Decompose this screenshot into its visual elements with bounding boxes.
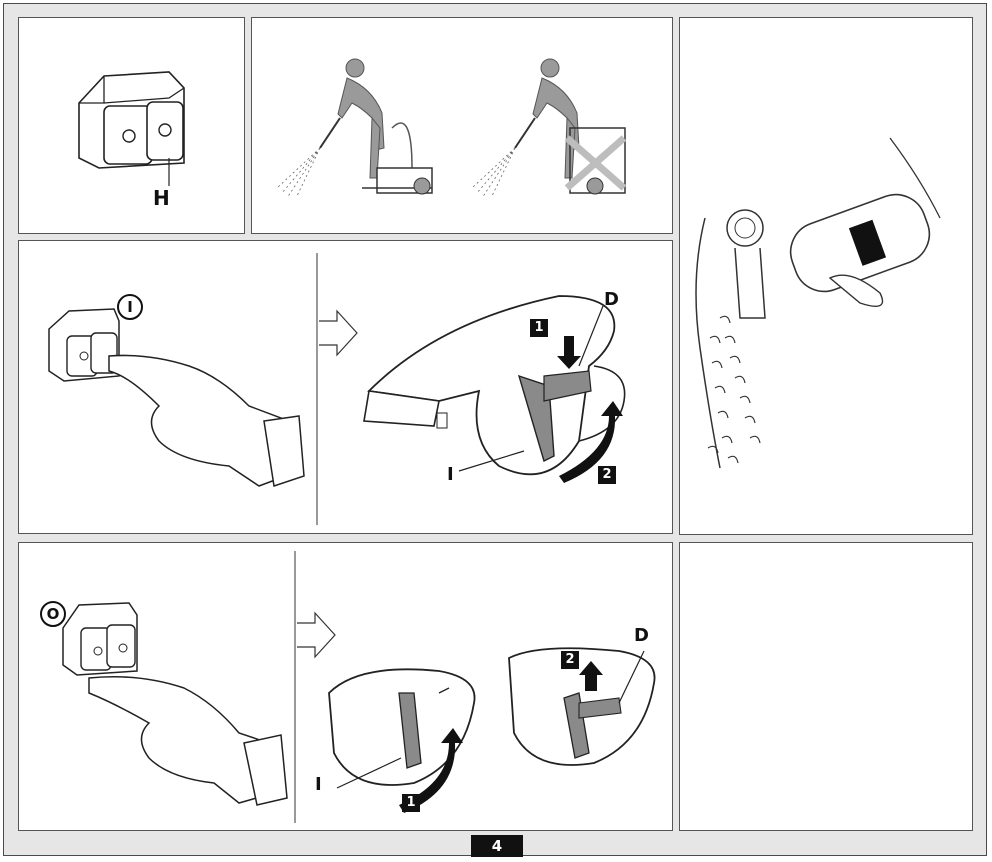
power-switch-icon [63, 603, 137, 675]
panel-switch-on: I D 1 2 I [18, 240, 673, 534]
step-2-label: 2 [598, 466, 616, 484]
panel-operator-usage [251, 17, 673, 234]
step-1-label: 1 [530, 319, 548, 337]
page-number: 4 [471, 835, 523, 857]
switch-off-symbol: O [40, 601, 66, 627]
switch-label-h: H [153, 188, 170, 208]
spray-gun-icon [329, 669, 475, 785]
outline-arrow-icon [297, 613, 335, 657]
spray-gun-icon [364, 296, 625, 474]
spray-gun-icon [509, 648, 655, 765]
detergent-bottle-icon [680, 18, 973, 535]
lock-lever-label-d: D [604, 291, 619, 309]
trigger-label-i-off: I [315, 776, 322, 794]
step-2-label-off: 2 [561, 651, 579, 669]
switch-on-symbol: I [117, 294, 143, 320]
panel-switch-h: H [18, 17, 245, 234]
hand-pointing-icon [89, 677, 287, 805]
panel-switch-off: O I 1 2 D [18, 542, 673, 831]
outline-arrow-icon [319, 311, 357, 355]
hand-pointing-icon [109, 355, 304, 486]
step-1-label-off: 1 [402, 794, 420, 812]
power-switch-icon [19, 18, 245, 234]
trigger-label-i: I [447, 466, 454, 484]
lock-lever-label-d-off: D [634, 627, 649, 645]
panel-detergent [679, 17, 973, 535]
operator-with-cleaner-icon [252, 18, 673, 234]
panel-empty [679, 542, 973, 831]
